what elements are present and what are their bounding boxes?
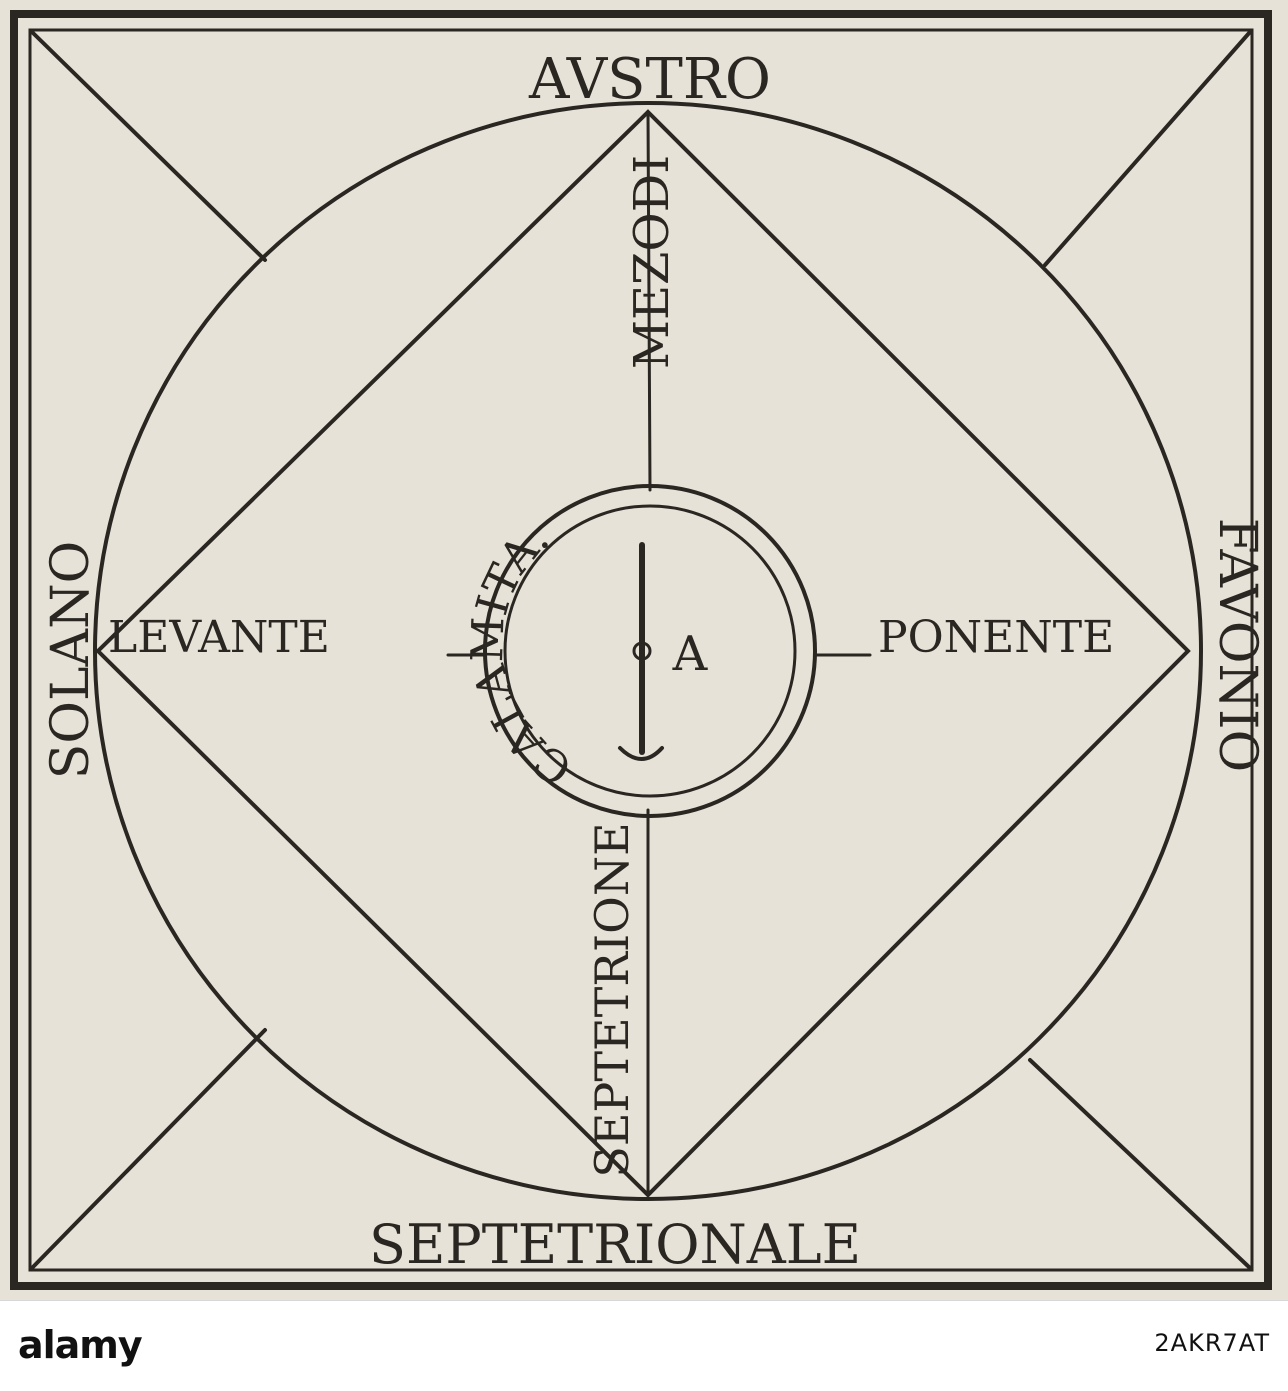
label-bottom: SEPTETRIONALE [369,1213,861,1276]
label-left: SOLANO [41,541,101,779]
compass-diagram: AVSTRO SEPTETRIONALE SOLANO FAVONIO LEVA… [10,10,1272,1290]
inner-frame [28,28,1254,1272]
label-center-letter: A [672,626,709,682]
diagonal-bottom-right [1028,1058,1252,1270]
image-id: 2AKR7AT [1154,1329,1270,1357]
brand-logo: alamy [18,1323,143,1367]
diagonal-top-right [1043,30,1252,267]
outer-circle [93,101,1203,1201]
center-ring-outer [483,484,817,818]
label-levante: LEVANTE [108,612,330,663]
label-top: AVSTRO [528,47,771,112]
outer-frame [10,10,1272,1290]
axis-north [646,110,652,492]
diagonal-bottom-left [30,1028,267,1270]
needle-pivot [632,641,652,661]
label-calamita: CALAMITA. [462,512,581,795]
center-ring-inner [503,504,797,798]
label-mezodi: MEZODI [624,155,680,369]
label-septetrione: SEPTETRIONE [585,822,639,1177]
label-right: FAVONIO [1207,518,1267,772]
watermark-footer: alamy 2AKR7AT [0,1300,1288,1391]
diagonal-top-left [30,30,267,262]
label-ponente: PONENTE [878,612,1114,663]
needle-base [618,746,664,761]
